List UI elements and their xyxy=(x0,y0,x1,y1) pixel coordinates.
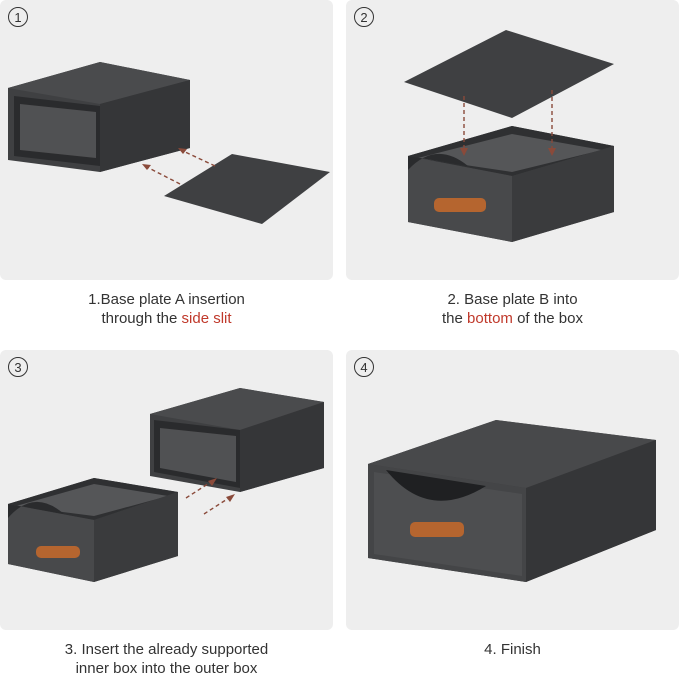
step-1-caption-highlight: side slit xyxy=(181,310,232,327)
step-1-caption: 1.Base plate A insertion through the sid… xyxy=(0,290,333,328)
step-1-caption-line2: through the side slit xyxy=(0,309,333,328)
step-2-caption-line1: 2. Base plate B into xyxy=(447,291,578,308)
step-4-caption-line1: 4. Finish xyxy=(484,641,541,658)
step-2-illustration xyxy=(404,30,614,242)
step-2-caption-line2-pre: the xyxy=(442,310,468,327)
step-4-caption: 4. Finish xyxy=(346,640,679,659)
step-1-illustration xyxy=(8,62,330,224)
step-3-illustration xyxy=(8,388,324,582)
step-3-caption-line1: 3. Insert the already supported xyxy=(64,641,269,658)
step-2-caption-highlight: bottom xyxy=(467,310,513,327)
step-1-caption-line1: 1.Base plate A insertion xyxy=(88,291,245,308)
step-3-number: 3 xyxy=(8,357,28,377)
step-4-illustration xyxy=(368,420,656,582)
step-3-caption-line2: inner box into the outer box xyxy=(75,660,258,677)
step-4-panel: 4 xyxy=(346,350,679,630)
step-3-panel: 3 xyxy=(0,350,333,630)
step-4-number: 4 xyxy=(354,357,374,377)
step-1-panel: 1 xyxy=(0,0,333,280)
step-3-caption: 3. Insert the already supported inner bo… xyxy=(0,640,333,678)
step-2-number: 2 xyxy=(354,7,374,27)
step-2-panel: 2 xyxy=(346,0,679,280)
step-2-caption-line2-post: of the box xyxy=(512,310,583,327)
step-1-caption-line2-text: through the xyxy=(101,310,182,327)
step-2-caption: 2. Base plate B into the bottom of the b… xyxy=(346,290,679,328)
step-2-caption-line2: the bottom of the box xyxy=(346,309,679,328)
step-1-number: 1 xyxy=(8,7,28,27)
